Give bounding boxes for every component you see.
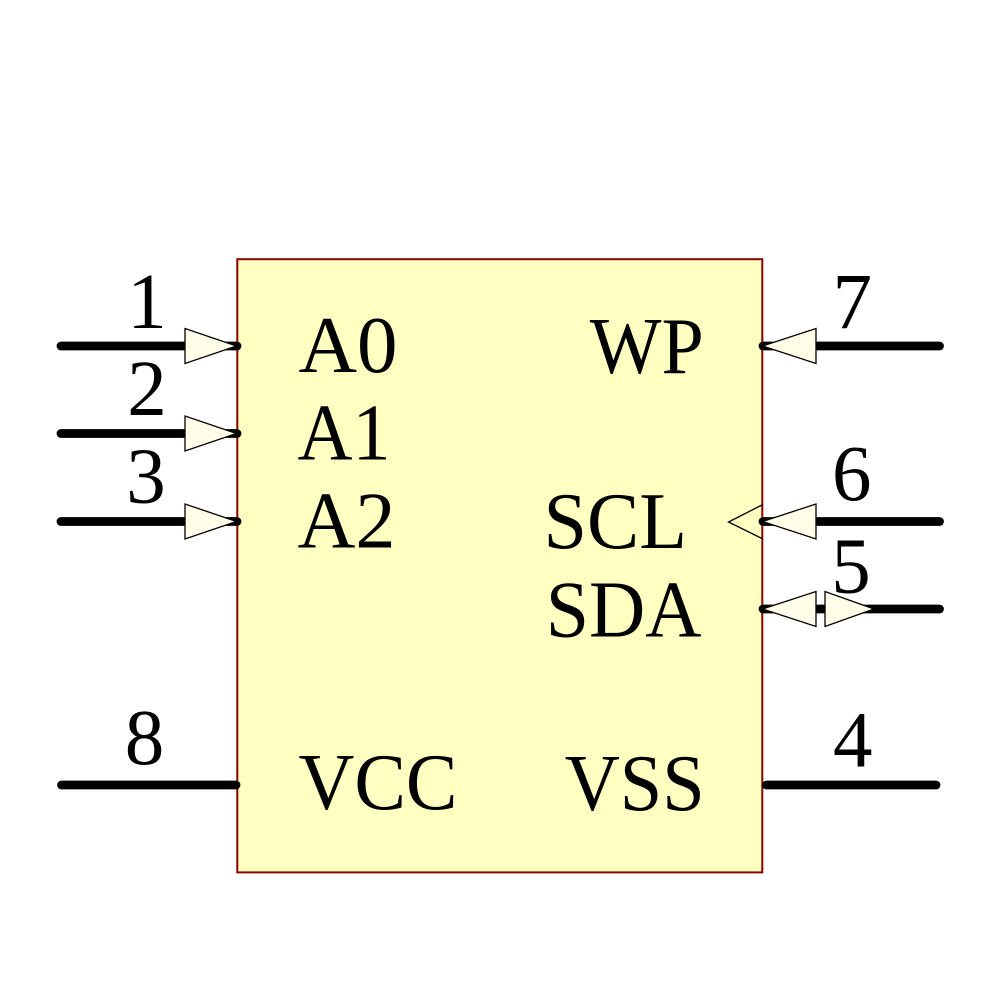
svg-text:1: 1 xyxy=(127,259,167,346)
svg-text:7: 7 xyxy=(833,259,873,346)
svg-text:3: 3 xyxy=(126,434,166,521)
svg-text:8: 8 xyxy=(125,695,165,782)
svg-text:VSS: VSS xyxy=(565,740,705,828)
svg-text:WP: WP xyxy=(590,303,704,391)
svg-text:4: 4 xyxy=(833,698,873,785)
svg-text:2: 2 xyxy=(127,346,167,433)
svg-text:5: 5 xyxy=(831,524,871,611)
svg-text:VCC: VCC xyxy=(299,739,458,827)
svg-text:A0: A0 xyxy=(299,302,398,390)
svg-text:6: 6 xyxy=(832,431,872,518)
svg-text:A1: A1 xyxy=(298,390,391,478)
svg-text:A2: A2 xyxy=(298,478,396,566)
svg-text:SDA: SDA xyxy=(546,566,702,654)
svg-text:SCL: SCL xyxy=(544,478,688,566)
